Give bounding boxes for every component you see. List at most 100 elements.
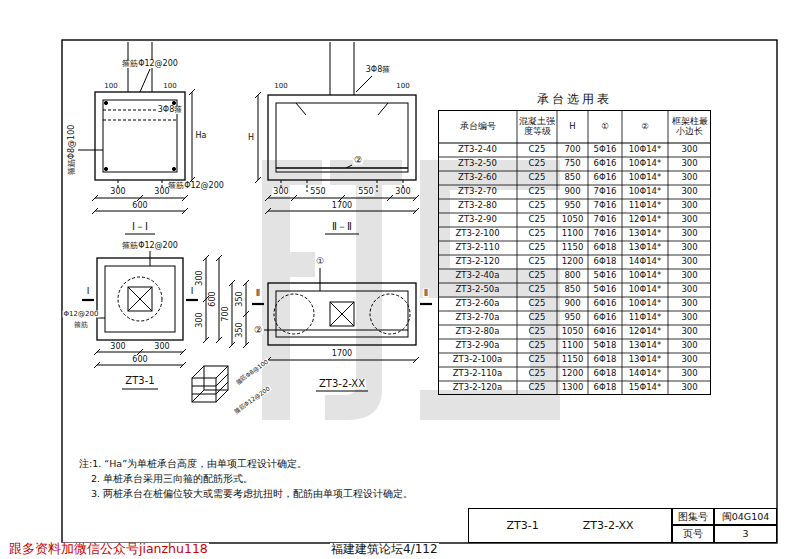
table-cell: 13Φ14*: [623, 242, 667, 254]
section-I-I-part: [172, 167, 175, 170]
drawing-label: ①: [315, 257, 325, 266]
section-II-II-part: [356, 76, 372, 92]
table-cell: C25: [518, 228, 556, 240]
rebar-cage-part: [192, 394, 216, 395]
drawing-label: 300: [196, 311, 204, 328]
drawing-label: Ⅱ－Ⅱ: [331, 222, 353, 232]
table-grid-part: [438, 283, 711, 284]
plan-ZT3-1-part: [97, 258, 183, 340]
drawing-label: Ⅱ: [423, 289, 429, 298]
table-cell: 300: [669, 270, 710, 282]
table-cell: 950: [558, 312, 587, 324]
plan-ZT3-2-XX-part: [370, 294, 410, 334]
table-cell: ZT3-2-60a: [439, 298, 516, 310]
rebar-cage-part: [192, 390, 204, 402]
drawing-label: 700: [222, 305, 230, 322]
plan-ZT3-1-part: [219, 258, 220, 340]
table-cell: ZT3-2-70: [439, 186, 516, 198]
drawing-label: 300: [153, 343, 170, 351]
table-cell: 10Φ14*: [623, 158, 667, 170]
table-cell: 5Φ18: [589, 340, 621, 352]
table-cell: 5Φ16: [589, 270, 621, 282]
table-cell: 13Φ14*: [623, 228, 667, 240]
drawing-label: I: [190, 287, 195, 296]
note-text: 3. 两桩承台在桩偏位较大或需要考虑抗扭时，配筋由单项工程设计确定。: [90, 489, 414, 499]
title-block-text: 闽04G104: [722, 512, 770, 522]
footer-text: 福建建筑论坛4/112: [330, 543, 439, 555]
table-grid-part: [438, 227, 711, 228]
table-grid-part: [438, 185, 711, 186]
table-cell: 300: [669, 158, 710, 170]
table-grid-part: [438, 269, 711, 270]
table-cell: 1100: [558, 228, 587, 240]
section-II-II-part: [258, 95, 259, 180]
table-cell: 14Φ14*: [623, 368, 667, 380]
plan-ZT3-1-part: [105, 266, 175, 332]
plan-ZT3-1-part: [128, 287, 152, 311]
table-grid-part: [438, 325, 711, 326]
drawing-label: 箍筋Φ12@200: [121, 242, 179, 250]
table-grid-part: [622, 110, 623, 395]
drawing-label: ②: [353, 156, 363, 165]
title-block-text: ZT3-1: [507, 520, 539, 531]
table-cell: 1200: [558, 368, 587, 380]
drawing-label: 箍筋Φ8@100: [234, 358, 270, 386]
section-I-I-part: [95, 211, 185, 212]
drawing-label: ZT3-1: [124, 376, 155, 386]
table-cell: 300: [669, 368, 710, 380]
title-block-cell: 图集号: [672, 508, 714, 525]
plan-ZT3-1-part: [206, 258, 207, 340]
table-cell: 300: [669, 228, 710, 240]
drawing-label: 300: [196, 269, 204, 286]
table-grid: [438, 110, 711, 395]
table-cell: 15Φ14*: [623, 382, 667, 394]
table-cell: C25: [518, 368, 556, 380]
table-cell: 7Φ16: [589, 228, 621, 240]
table-cell: C25: [518, 326, 556, 338]
title-block-text: ZT3-2-XX: [583, 520, 634, 531]
rebar-cage-part: [192, 366, 204, 378]
section-I-I-part: [192, 92, 193, 180]
table-cell: 800: [558, 270, 587, 282]
plan-ZT3-1-part: [97, 352, 183, 353]
drawing-label: 300: [394, 188, 411, 196]
table-cell: C25: [518, 158, 556, 170]
table-cell: 300: [669, 312, 710, 324]
section-II-II-part: [377, 180, 378, 192]
drawing-label: 600: [209, 290, 217, 307]
table-cell: 1150: [558, 242, 587, 254]
plan-ZT3-2-XX-part: [420, 303, 432, 305]
table-cell: ZT3-2-100a: [439, 354, 516, 366]
table-grid-part: [438, 142, 711, 143]
table-cell: 850: [558, 172, 587, 184]
table-cell: ZT3-2-110: [439, 242, 516, 254]
table-cell: 7Φ16: [589, 186, 621, 198]
table-cell: 950: [558, 200, 587, 212]
table-cell: C25: [518, 354, 556, 366]
page-frame: [62, 40, 777, 543]
drawing-label: 350: [236, 290, 244, 307]
table-cell: 300: [669, 256, 710, 268]
drawing-label: 300: [109, 188, 126, 196]
plan-ZT3-2-XX-part: [330, 302, 354, 326]
page-frame-part: [62, 40, 777, 543]
rebar-cage-part: [192, 386, 216, 387]
table-cell: 6Φ16: [589, 172, 621, 184]
table-cell: C25: [518, 382, 556, 394]
section-II-II-part: [378, 103, 388, 115]
drawing-label: 550: [357, 188, 374, 196]
table-cell: ZT3-2-40a: [439, 270, 516, 282]
drawing-label: 1700: [331, 202, 353, 210]
table-grid-part: [438, 367, 711, 368]
title-block-text: 图集号: [678, 512, 708, 522]
title-block-text: 页号: [683, 529, 703, 539]
table-cell: 300: [669, 186, 710, 198]
plan-ZT3-2-XX-part: [264, 330, 276, 331]
note-text: 注:1. “Ha”为单桩承台高度，由单项工程设计确定。: [78, 459, 308, 469]
table-cell: ZT3-2-70a: [439, 312, 516, 324]
table-cell: C25: [518, 312, 556, 324]
table-header-cell: 混凝土强度等级: [518, 111, 556, 142]
section-I-I: [78, 42, 192, 234]
drawing-label: 100: [395, 83, 410, 90]
